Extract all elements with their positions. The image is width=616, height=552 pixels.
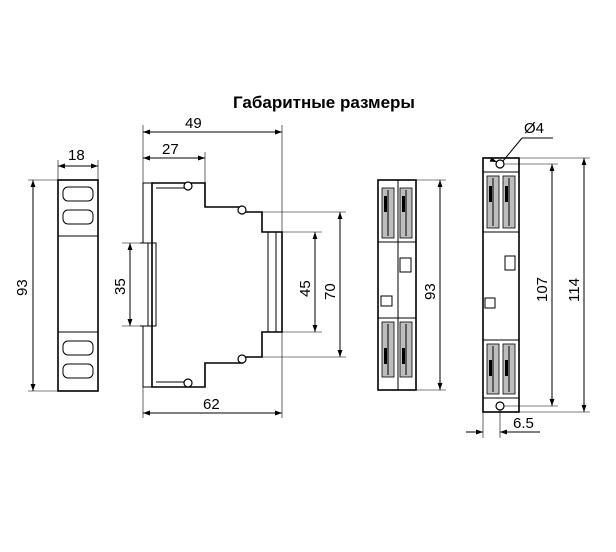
diagram-title: Габаритные размеры xyxy=(233,93,415,112)
dim-mid-height: 70 xyxy=(262,211,346,358)
side-view xyxy=(140,181,283,388)
dim-label-18: 18 xyxy=(68,147,85,164)
mount-view xyxy=(482,157,520,413)
dim-base-depth: 62 xyxy=(142,332,283,418)
dim-hole-spacing: 107 xyxy=(504,163,558,407)
dim-mount-height: 114 xyxy=(519,157,590,413)
dim-label-49: 49 xyxy=(185,115,202,132)
dim-label-93-front: 93 xyxy=(14,279,31,296)
dim-hole-diameter: Ø4 xyxy=(489,120,553,163)
dim-front-height: 93 xyxy=(14,179,58,392)
dim-label-35: 35 xyxy=(112,278,129,295)
dim-rail-gap: 35 xyxy=(112,242,143,327)
dim-label-27: 27 xyxy=(162,141,179,158)
dim-front-width: 18 xyxy=(57,147,99,180)
dim-inner-height: 45 xyxy=(282,231,322,333)
dim-label-45: 45 xyxy=(297,280,314,297)
dim-upper-depth: 27 xyxy=(143,141,206,183)
front-view xyxy=(57,179,99,392)
dim-offset: 6.5 xyxy=(466,410,540,438)
dim-label-107: 107 xyxy=(534,277,551,302)
dim-label-93-back: 93 xyxy=(422,283,439,300)
back-view xyxy=(377,179,417,391)
dim-label-114: 114 xyxy=(566,278,583,302)
dim-overall-depth: 49 xyxy=(142,115,283,232)
dim-label-70: 70 xyxy=(322,283,339,300)
dim-back-height: 93 xyxy=(416,179,446,391)
dim-label-6-5: 6.5 xyxy=(513,415,534,432)
dim-label-diameter: Ø4 xyxy=(524,120,544,137)
dim-label-62: 62 xyxy=(203,396,220,413)
